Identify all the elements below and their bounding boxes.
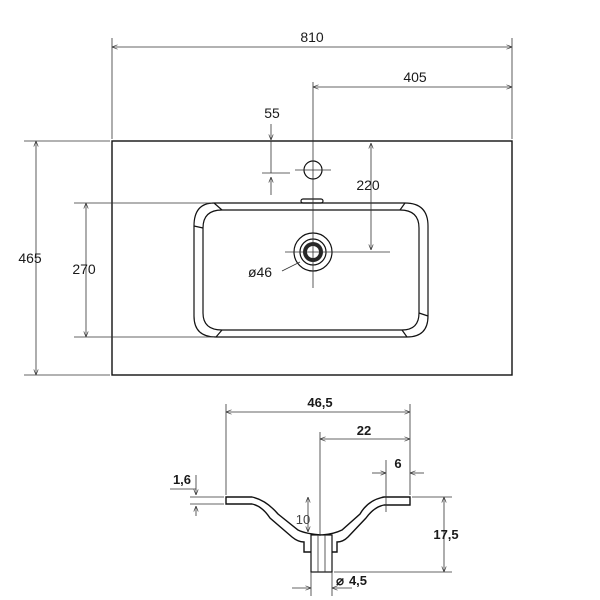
dim-rim-width: 6 bbox=[394, 456, 401, 471]
dim-overall-depth: 465 bbox=[18, 250, 42, 266]
dim-section-drain-diameter: 4,5 bbox=[349, 573, 367, 588]
dim-section-width: 46,5 bbox=[307, 395, 332, 410]
dim-drain-depth: 220 bbox=[356, 177, 380, 193]
dim-drain-diameter: ø46 bbox=[248, 264, 272, 280]
dim-basin-inner-depth: 10 bbox=[296, 512, 310, 527]
drain-pipe bbox=[310, 534, 333, 573]
dim-overall-width: 810 bbox=[300, 29, 324, 45]
dim-section-half-width: 22 bbox=[357, 423, 371, 438]
slab-outline bbox=[111, 140, 513, 376]
dim-half-width: 405 bbox=[403, 69, 427, 85]
dim-tap-hole-offset: 55 bbox=[264, 105, 280, 121]
dim-section-drain-diameter-symbol: ⌀ bbox=[336, 573, 344, 588]
dim-slab-thickness: 1,6 bbox=[173, 472, 191, 487]
dim-total-height: 17,5 bbox=[433, 527, 458, 542]
overflow-slot bbox=[300, 198, 324, 204]
dim-basin-depth: 270 bbox=[72, 261, 96, 277]
top-view: 810 405 55 220 465 270 ø46 bbox=[18, 29, 513, 376]
section-view: 46,5 22 6 1,6 10 17,5 ⌀ 4,5 bbox=[170, 395, 459, 596]
basin-outline bbox=[193, 198, 429, 338]
